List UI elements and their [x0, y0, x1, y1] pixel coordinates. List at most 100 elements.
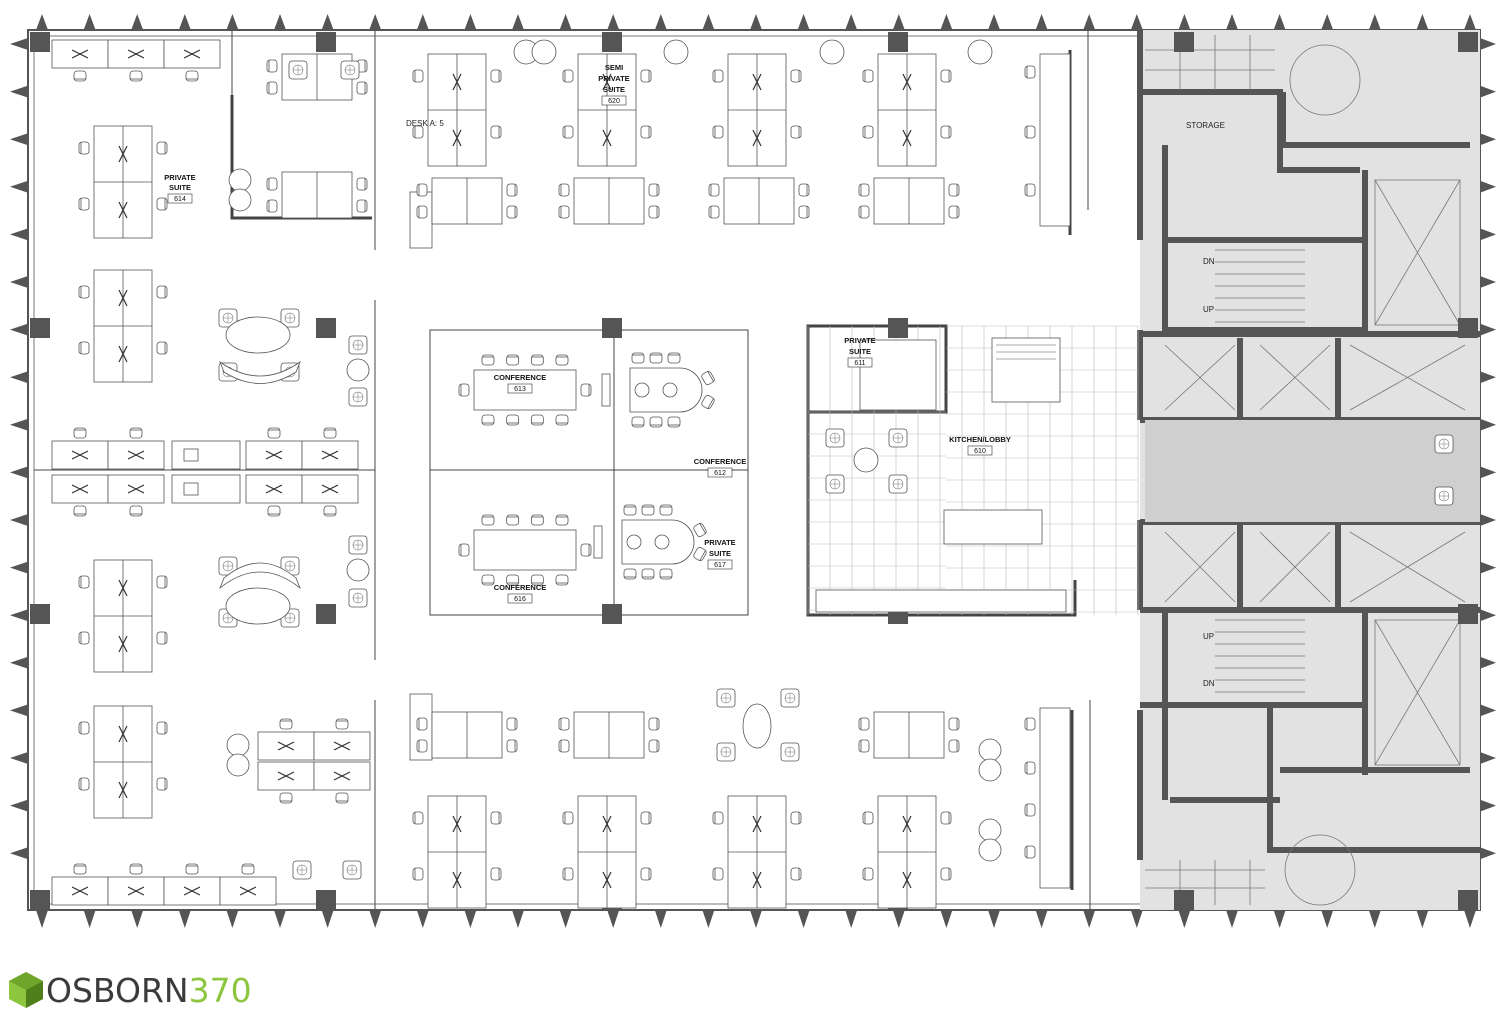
- lounge-chair: [348, 387, 368, 407]
- chair: [623, 568, 637, 580]
- chair: [558, 717, 570, 731]
- column: [1458, 318, 1478, 338]
- fin: [321, 910, 334, 928]
- pod-divider: [428, 796, 486, 908]
- fin: [274, 14, 286, 30]
- chair: [667, 416, 681, 428]
- room-620-name: SEMI: [605, 63, 623, 72]
- fin: [845, 14, 858, 30]
- fin: [1480, 799, 1496, 812]
- fin: [10, 847, 28, 860]
- printer: [183, 448, 199, 462]
- lounge-chair: [780, 688, 800, 708]
- chair: [412, 69, 424, 83]
- chair: [356, 177, 368, 191]
- round-table: [978, 818, 1002, 842]
- chair: [790, 69, 802, 83]
- fin: [1480, 418, 1496, 431]
- pod-divider: [878, 54, 936, 166]
- fin: [10, 180, 28, 193]
- chair: [641, 568, 655, 580]
- fin: [10, 228, 28, 241]
- fin: [1480, 38, 1496, 50]
- room-612-name: CONFERENCE: [694, 457, 747, 466]
- chair: [78, 777, 90, 791]
- chair: [156, 721, 168, 735]
- chair: [558, 205, 570, 219]
- fin: [10, 799, 28, 812]
- chair: [640, 125, 652, 139]
- fin: [1178, 14, 1191, 30]
- chair-dashed: [634, 382, 650, 398]
- fin: [1480, 371, 1496, 384]
- room-620-name-3: SUITE: [603, 85, 625, 94]
- pod-divider: [94, 126, 152, 238]
- fin: [607, 14, 620, 30]
- chair: [266, 177, 278, 191]
- stair-north-dn: DN: [1203, 257, 1215, 266]
- lounge-chair: [716, 688, 736, 708]
- fin: [1480, 85, 1496, 98]
- island-detail: [996, 344, 1056, 360]
- column: [30, 604, 50, 624]
- chair: [692, 521, 708, 539]
- fin: [10, 752, 28, 764]
- stool: [1024, 183, 1036, 197]
- chair: [948, 739, 960, 753]
- chair: [416, 717, 428, 731]
- column: [602, 32, 622, 52]
- chair: [335, 718, 349, 730]
- stool: [1024, 717, 1036, 731]
- osborn370-logo: OSBORN370: [6, 970, 252, 1010]
- chair: [692, 545, 708, 563]
- chair: [530, 414, 544, 426]
- chair: [78, 197, 90, 211]
- fin: [369, 910, 382, 928]
- room-617-name: PRIVATE: [704, 538, 735, 547]
- chair: [555, 514, 569, 526]
- chair: [558, 183, 570, 197]
- chair: [708, 183, 720, 197]
- credenza: [601, 373, 611, 407]
- room-614-number: 614: [174, 196, 186, 203]
- kitchen-counter: [815, 589, 1067, 613]
- chair: [858, 717, 870, 731]
- chair: [185, 70, 199, 82]
- fin: [226, 14, 239, 30]
- chair: [481, 514, 495, 526]
- stool: [1024, 65, 1036, 79]
- chair: [790, 125, 802, 139]
- chair: [948, 183, 960, 197]
- fin: [83, 14, 96, 30]
- room-611-number: 611: [854, 360, 865, 367]
- fin: [940, 910, 953, 928]
- pod-divider: [578, 796, 636, 908]
- chair: [858, 739, 870, 753]
- chair: [623, 504, 637, 516]
- chair: [156, 777, 168, 791]
- chair: [700, 369, 716, 387]
- chair: [156, 341, 168, 355]
- chair: [129, 505, 143, 517]
- chair: [156, 631, 168, 645]
- fin: [10, 276, 28, 288]
- chair-dashed: [654, 534, 670, 550]
- lounge-chair: [348, 335, 368, 355]
- room-labels: PRIVATE SUITE 614 SEMI PRIVATE SUITE 620…: [164, 63, 1225, 688]
- chair: [506, 354, 520, 366]
- chair: [712, 867, 724, 881]
- chair: [659, 568, 673, 580]
- chair: [712, 69, 724, 83]
- chair: [562, 811, 574, 825]
- fin: [750, 910, 762, 928]
- chair: [641, 504, 655, 516]
- chair: [129, 70, 143, 82]
- room-614-name: PRIVATE: [164, 173, 195, 182]
- column: [602, 604, 622, 624]
- chair: [640, 69, 652, 83]
- fin: [464, 14, 477, 30]
- chair: [562, 867, 574, 881]
- column: [316, 604, 336, 624]
- chair: [506, 414, 520, 426]
- column: [30, 890, 50, 910]
